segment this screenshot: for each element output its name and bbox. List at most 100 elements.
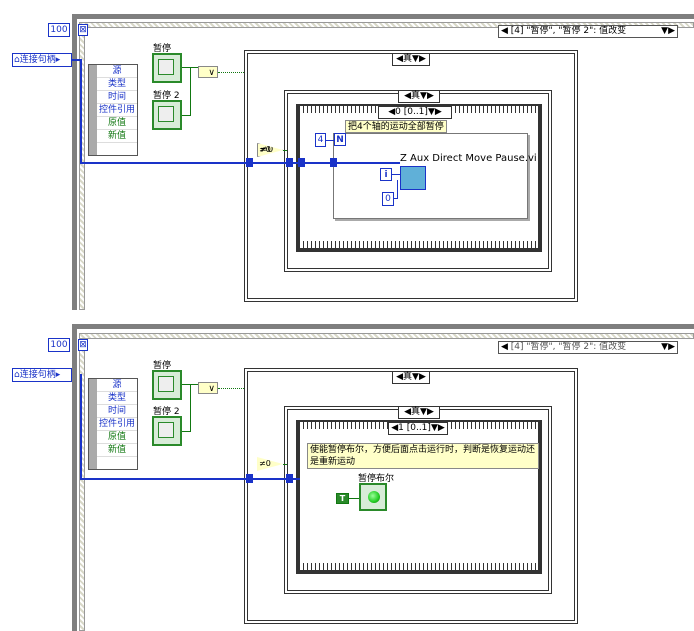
event-node-time-2: 时间 bbox=[97, 405, 137, 418]
sequence-bottom-perf bbox=[300, 241, 538, 248]
sequence-frame-value: 0 [0..1] bbox=[395, 107, 428, 117]
inner-case-value-2: 真 bbox=[411, 407, 421, 417]
inner-case-selector[interactable]: ◀真▼▶ bbox=[398, 90, 440, 103]
connection-handle-control[interactable]: ⌂连接句柄▸ bbox=[12, 53, 72, 67]
pause2-label-2: 暂停 2 bbox=[153, 407, 180, 417]
wire-gd1-2 bbox=[218, 388, 248, 389]
compare-node-outline: ≠0 bbox=[259, 145, 271, 154]
inner-case-selector-2[interactable]: ◀真▼▶ bbox=[398, 406, 440, 419]
event-node-side bbox=[89, 65, 97, 155]
wire-g2 bbox=[190, 67, 191, 115]
panel-top: 100 ⊠ ◀ [4] "暂停", "暂停 2": 值改变 ▼▶ ⌂连接句柄▸ … bbox=[0, 0, 694, 310]
handle-wire bbox=[72, 59, 82, 61]
n-terminal: N bbox=[334, 133, 346, 146]
or-gate: ∨ bbox=[198, 66, 218, 78]
indicator-terminal bbox=[359, 483, 387, 511]
loop-count-constant-2[interactable]: 100 bbox=[48, 338, 70, 352]
sequence-frame-value-2: 1 [0..1] bbox=[398, 423, 431, 433]
tunnel-2-2 bbox=[286, 474, 293, 483]
compare-wire-2 bbox=[283, 464, 287, 465]
wire-g3-2 bbox=[182, 431, 191, 432]
or-gate-2: ∨ bbox=[198, 382, 218, 394]
tunnel-1 bbox=[246, 158, 253, 167]
tunnel-2 bbox=[286, 158, 293, 167]
n-wire bbox=[326, 140, 334, 141]
event-node-newval: 新值 bbox=[97, 130, 137, 143]
sequence-selector[interactable]: ◀0 [0..1]▼▶ bbox=[378, 106, 452, 119]
event-node-newval-2: 新值 bbox=[97, 444, 137, 457]
event-node-type: 类型 bbox=[97, 78, 137, 91]
pause-control-2[interactable] bbox=[152, 370, 182, 400]
event-node-oldval-2: 原值 bbox=[97, 431, 137, 444]
home-icon: ⌂ bbox=[14, 55, 20, 65]
event-node-ctlref: 控件引用 bbox=[97, 105, 137, 117]
compare-wire bbox=[283, 150, 287, 151]
pause2-control[interactable] bbox=[152, 100, 182, 130]
i-wire bbox=[392, 174, 400, 175]
pause2-control-2[interactable] bbox=[152, 416, 182, 446]
event-node-time: 时间 bbox=[97, 91, 137, 104]
event-data-node-2: 源 类型 时间 控件引用 原值 新值 bbox=[88, 378, 138, 470]
wire-gd1 bbox=[218, 72, 248, 73]
subvi-name: Z Aux Direct Move Pause.vi bbox=[400, 153, 537, 164]
indicator-label: 暂停布尔 bbox=[358, 474, 395, 484]
decrement-arrow-icon[interactable]: ◀ bbox=[501, 26, 508, 36]
sequence-bottom-perf-2 bbox=[300, 563, 538, 570]
while-loop-left-border bbox=[72, 14, 77, 310]
sequence-selector-2[interactable]: ◀1 [0..1]▼▶ bbox=[388, 422, 448, 435]
event-node-oldval: 原值 bbox=[97, 117, 137, 130]
outer-case-selector[interactable]: ◀真▼▶ bbox=[392, 53, 430, 66]
event-selector-label-2: [4] "暂停", "暂停 2": 值改变 bbox=[510, 342, 627, 352]
main-wire-2 bbox=[80, 162, 400, 164]
event-selector-2[interactable]: ◀ [4] "暂停", "暂停 2": 值改变 ▼▶ bbox=[498, 341, 678, 354]
event-node-source-2: 源 bbox=[97, 379, 137, 392]
led-icon bbox=[368, 491, 380, 503]
comment-label-2: 使能暂停布尔，方便后面点击运行时，判断是恢复运动还是重新运动 bbox=[307, 443, 539, 469]
decrement-arrow-icon[interactable]: ◀ bbox=[501, 342, 508, 352]
connection-handle-label: 连接句柄 bbox=[19, 55, 56, 65]
subvi-icon[interactable] bbox=[400, 166, 426, 190]
event-selector-label: [4] "暂停", "暂停 2": 值改变 bbox=[510, 26, 627, 36]
loop-count-constant[interactable]: 100 bbox=[48, 23, 70, 37]
loop-count-terminal-2: ⊠ bbox=[78, 339, 88, 351]
pause-label: 暂停 bbox=[153, 44, 172, 54]
n-const[interactable]: 4 bbox=[315, 133, 326, 147]
loop-count-terminal: ⊠ bbox=[78, 24, 88, 36]
main-wire-2-2 bbox=[80, 478, 300, 480]
event-node-type-2: 类型 bbox=[97, 392, 137, 405]
comment-label: 把4个轴的运动全部暂停 bbox=[345, 120, 447, 133]
for-loop bbox=[333, 133, 528, 219]
inner-case-value: 真 bbox=[411, 91, 421, 101]
main-wire-1-2 bbox=[80, 374, 82, 480]
zero-wire-v bbox=[397, 180, 398, 199]
tunnel-1-2 bbox=[246, 474, 253, 483]
pause-label-2: 暂停 bbox=[153, 361, 172, 371]
outer-case-selector-2[interactable]: ◀真▼▶ bbox=[392, 371, 430, 384]
outer-case-value-2: 真 bbox=[403, 372, 413, 382]
main-wire-1 bbox=[80, 59, 82, 163]
event-structure-top-strip-2 bbox=[79, 333, 694, 339]
event-selector[interactable]: ◀ [4] "暂停", "暂停 2": 值改变 ▼▶ bbox=[498, 25, 678, 38]
zero-wire bbox=[394, 198, 398, 199]
event-node-side bbox=[89, 379, 97, 469]
panel-bottom: 100 ⊠ ◀ [4] "暂停", "暂停 2": 值改变 ▼▶ ⌂连接句柄▸ … bbox=[0, 316, 694, 631]
dropdown-arrow-icon[interactable]: ▼▶ bbox=[661, 26, 675, 36]
pause-control[interactable] bbox=[152, 53, 182, 83]
bool-wire bbox=[349, 498, 359, 499]
bool-constant[interactable]: T bbox=[336, 493, 349, 504]
pause2-label: 暂停 2 bbox=[153, 91, 180, 101]
while-loop-top-border bbox=[72, 14, 694, 19]
wire-g3 bbox=[182, 115, 191, 116]
event-node-source: 源 bbox=[97, 65, 137, 78]
connection-handle-label-2: 连接句柄 bbox=[19, 370, 56, 380]
outer-case-value: 真 bbox=[403, 54, 413, 64]
while-loop-top-border-2 bbox=[72, 324, 694, 329]
event-node-ctlref-2: 控件引用 bbox=[97, 419, 137, 431]
dropdown-arrow-icon[interactable]: ▼▶ bbox=[661, 342, 675, 352]
zero-const[interactable]: 0 bbox=[382, 192, 394, 206]
event-data-node: 源 类型 时间 控件引用 原值 新值 bbox=[88, 64, 138, 156]
tunnel-4 bbox=[330, 158, 337, 167]
connection-handle-control-2[interactable]: ⌂连接句柄▸ bbox=[12, 368, 72, 382]
home-icon: ⌂ bbox=[14, 370, 20, 380]
iter-i-terminal: i bbox=[380, 168, 392, 181]
